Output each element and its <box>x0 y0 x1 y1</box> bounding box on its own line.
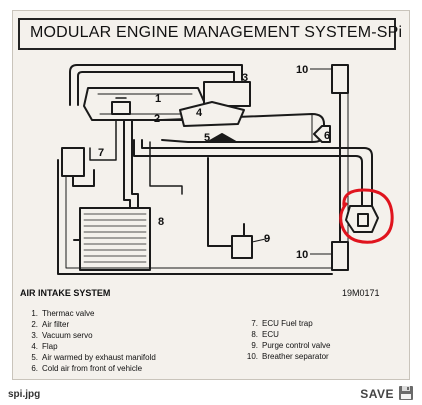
legend-item: 8.ECU <box>251 330 279 339</box>
breather-separator-top <box>331 64 349 94</box>
legend-item: 3.Vacuum servo <box>31 331 93 340</box>
title-box: MODULAR ENGINE MANAGEMENT SYSTEM-SPi <box>18 18 402 50</box>
thermac-valve <box>111 101 131 115</box>
callout-1: 1 <box>155 93 161 105</box>
floppy-disk-icon[interactable] <box>398 385 414 401</box>
legend-right: 7.ECU Fuel trap 8.ECU 9.Purge control va… <box>244 318 331 362</box>
hose-right-2 <box>133 139 363 207</box>
legend-item: 7.ECU Fuel trap <box>251 319 313 328</box>
breather-separator-bottom <box>331 241 349 271</box>
callout-3: 3 <box>242 72 248 84</box>
callout-5: 5 <box>204 132 210 144</box>
ecu-fuel-trap <box>61 147 85 177</box>
callout-6: 6 <box>324 130 330 142</box>
ecu-box <box>79 207 151 271</box>
callout-4: 4 <box>196 107 203 119</box>
figure-code: 19M0171 <box>342 288 380 298</box>
air-intake-diagram: 1 2 3 4 5 6 7 8 9 10 10 <box>57 64 394 275</box>
legend-item: 1.Thermac valve <box>31 309 95 318</box>
vacuum-hose-loop-inner <box>77 71 235 106</box>
legend-item: 2.Air filter <box>31 320 70 329</box>
legend-item: 4.Flap <box>31 342 58 351</box>
hose-right-1 <box>141 139 373 207</box>
legend-left: 1.Thermac valve 2.Air filter 3.Vacuum se… <box>24 308 156 374</box>
callout-10-bottom: 10 <box>296 249 308 261</box>
vacuum-servo <box>203 81 251 107</box>
callout-8: 8 <box>158 216 164 228</box>
legend-item: 10.Breather separator <box>246 352 329 361</box>
legend-item: 6.Cold air from front of vehicle <box>31 364 143 373</box>
legend-item: 5.Air warmed by exhaust manifold <box>31 353 156 362</box>
highlight-circle <box>339 188 394 244</box>
vacuum-hose-loop <box>69 64 243 106</box>
lower-valve <box>345 205 379 233</box>
warm-air-arrow <box>207 133 237 143</box>
flap <box>179 101 245 127</box>
callout-10-top: 10 <box>296 64 308 76</box>
file-name: spi.jpg <box>8 389 41 400</box>
diagram-title: MODULAR ENGINE MANAGEMENT SYSTEM-SPi <box>30 24 403 41</box>
caption: AIR INTAKE SYSTEM <box>20 288 111 298</box>
callout-2: 2 <box>154 113 160 125</box>
legend-item: 9.Purge control valve <box>251 341 331 350</box>
purge-control-valve <box>231 235 253 259</box>
save-button[interactable]: SAVE <box>360 387 394 401</box>
cold-air-arrow <box>313 125 331 143</box>
callout-7: 7 <box>98 147 104 159</box>
